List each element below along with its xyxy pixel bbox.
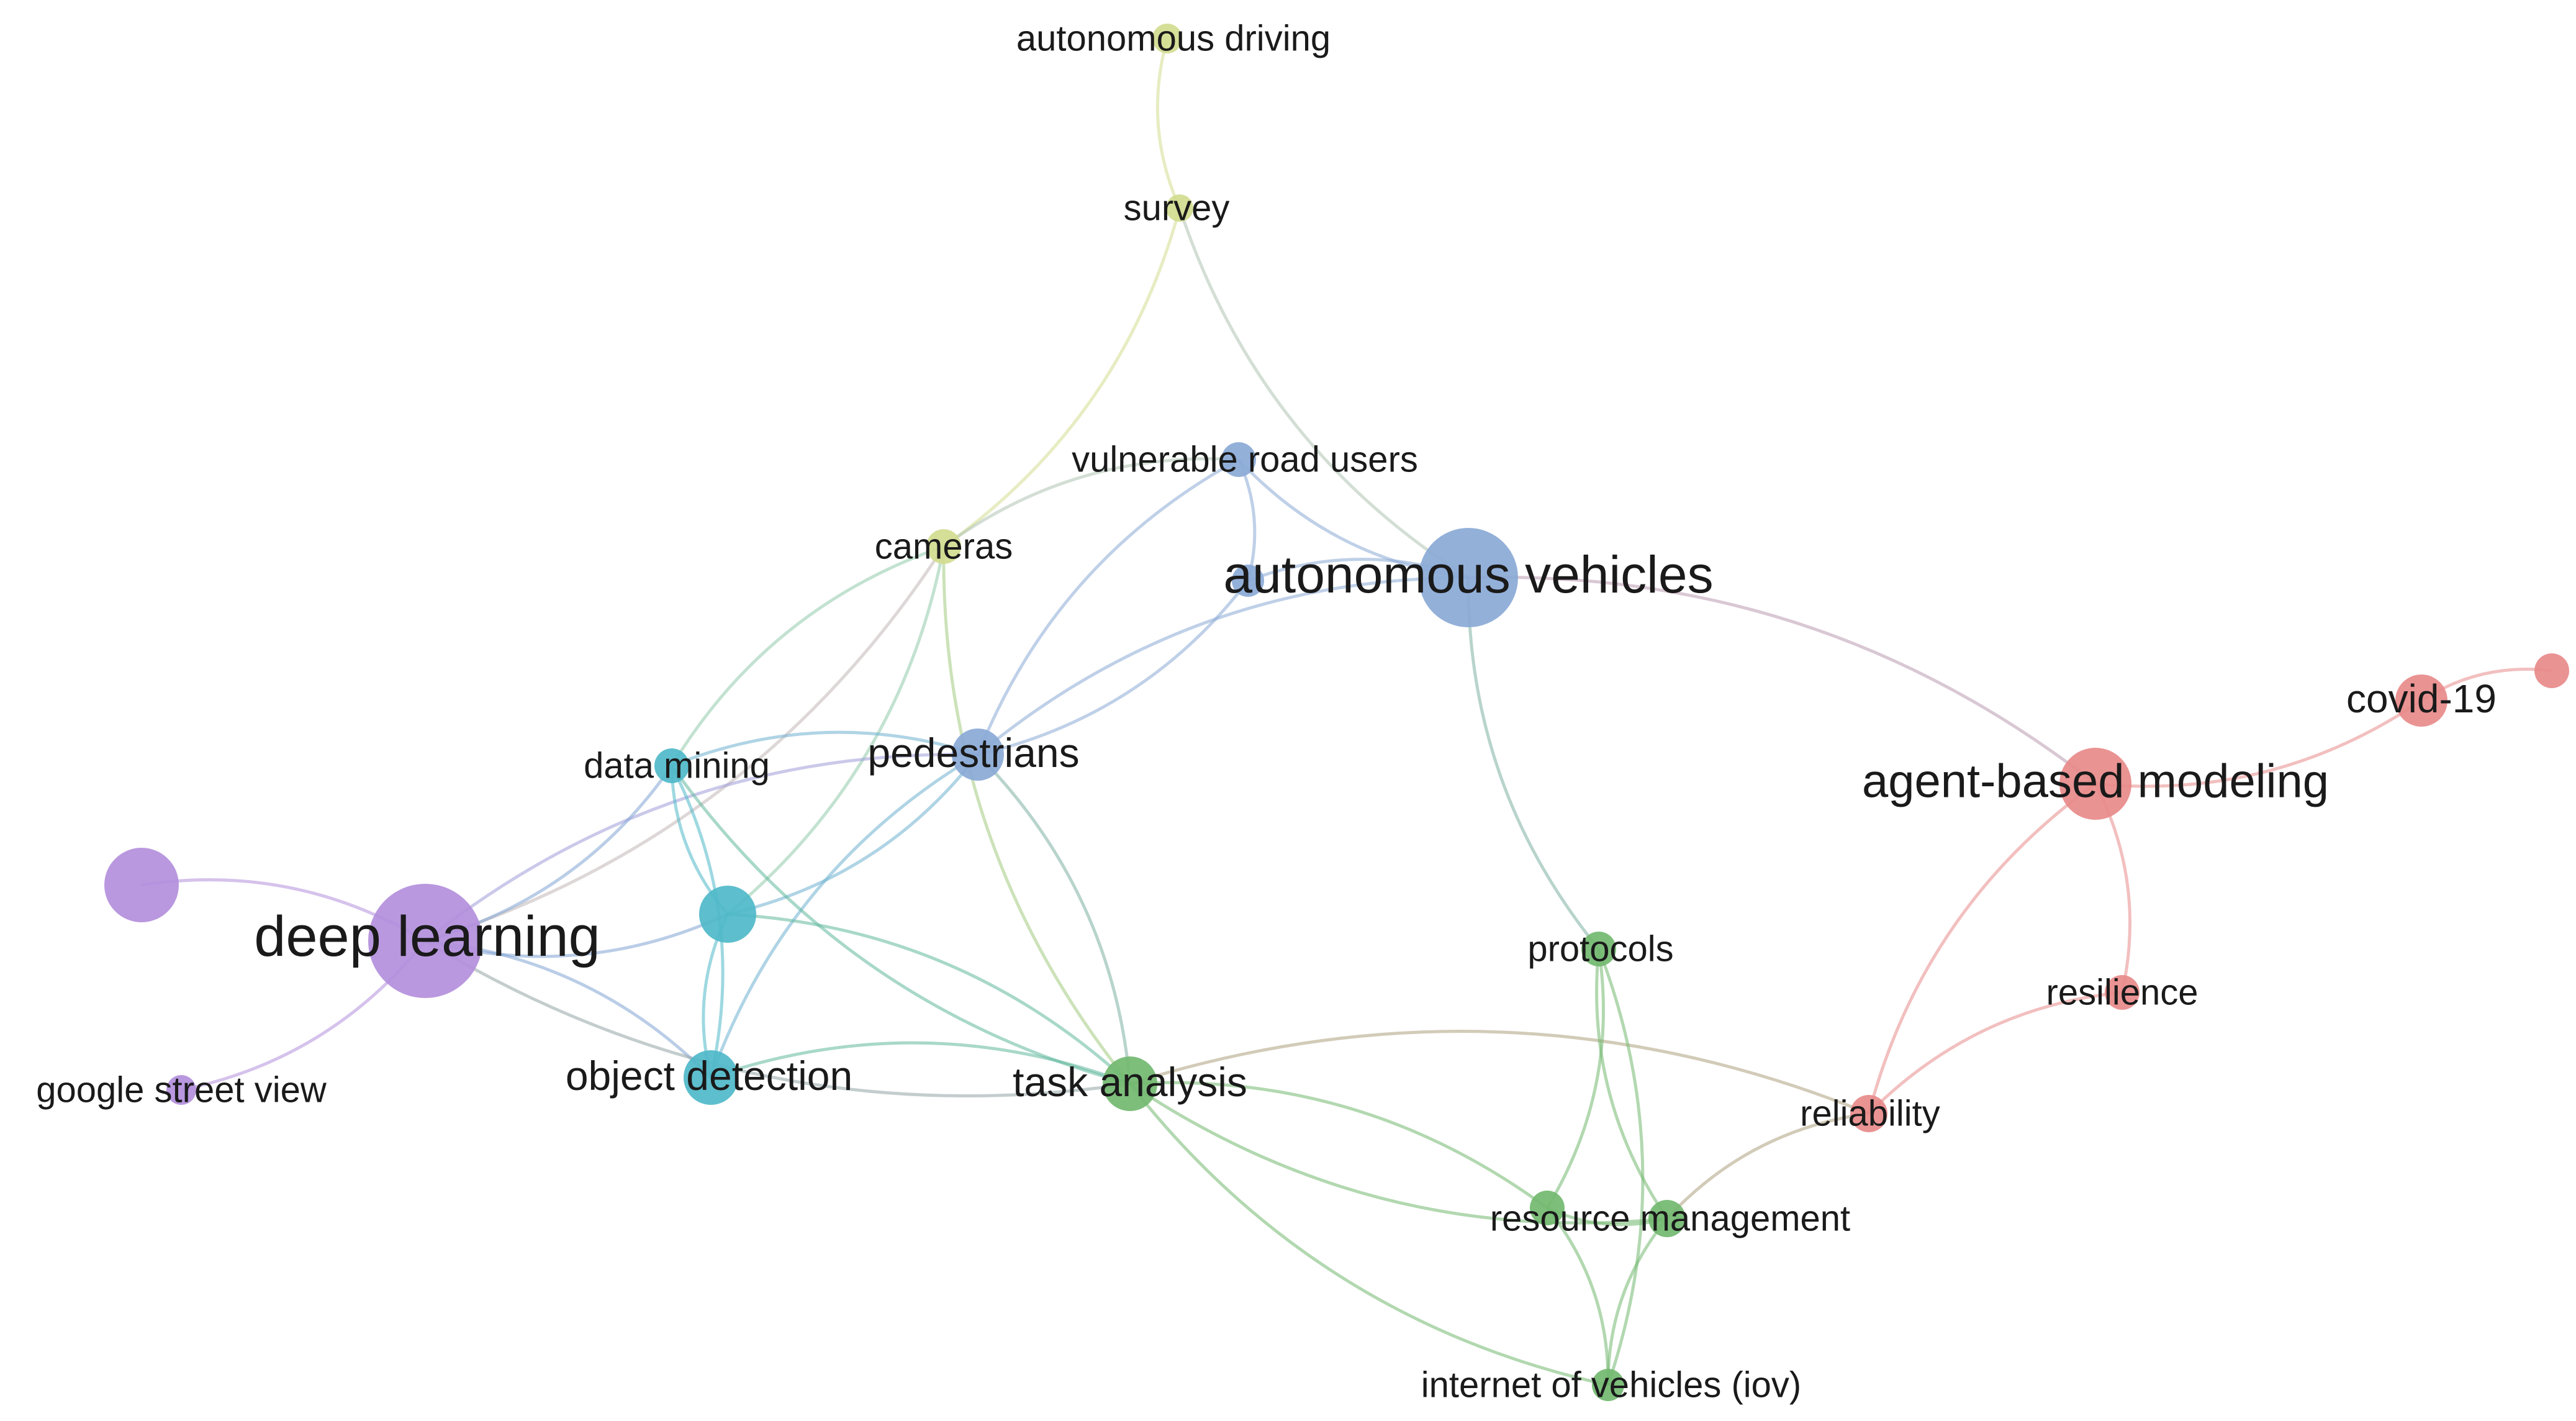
edge-object-detection-task-analysis (710, 1041, 1131, 1086)
edge-survey-cameras (942, 207, 1182, 548)
edge-rm-left-internet-of-vehicles (1546, 1207, 1610, 1386)
node-purple-unlabeled[interactable] (104, 848, 179, 922)
edge-task-analysis-rm-left (1129, 1081, 1548, 1210)
edge-deep-learning-task-analysis (424, 939, 1131, 1097)
node-data-mining[interactable] (654, 748, 689, 783)
edge-pedestrians-task-analysis (977, 753, 1132, 1084)
edge-vulnerable-road-users-pedestrians (976, 458, 1240, 755)
edge-pedestrians-cyan-hub (727, 753, 979, 916)
node-label-cameras: cameras (875, 527, 1013, 567)
edge-protocols-resource-management (1595, 948, 1669, 1220)
label-layer: autonomous driving survey cameras vulnerabl… (36, 19, 2497, 1405)
node-resilience[interactable] (2105, 975, 2140, 1010)
edge-survey-autonomous-vehicles (1178, 207, 1470, 579)
node-label-task-analysis: task analysis (1013, 1059, 1247, 1105)
node-label-resilience: resilience (2046, 973, 2199, 1013)
node-label-google-street-view: google street view (36, 1070, 327, 1110)
node-layer (104, 24, 2569, 1401)
node-av-small[interactable] (1232, 565, 1264, 597)
node-deep-learning[interactable] (368, 884, 482, 998)
node-label-autonomous-vehicles: autonomous vehicles (1223, 545, 1713, 604)
node-task-analysis[interactable] (1103, 1056, 1157, 1111)
edge-pedestrians-data-mining (671, 730, 978, 768)
node-internet-of-vehicles[interactable] (1592, 1369, 1624, 1401)
edge-layer (141, 38, 2552, 1387)
node-cyan-hub[interactable] (699, 886, 756, 943)
node-label-object-detection: object detection (566, 1053, 852, 1099)
edge-pedestrians-deep-learning (424, 753, 978, 942)
node-protocols[interactable] (1581, 932, 1616, 966)
node-label-internet-of-vehicles: internet of vehicles (iov) (1421, 1365, 1801, 1405)
edge-autonomous-vehicles-protocols (1467, 577, 1600, 950)
node-label-survey: survey (1124, 188, 1230, 229)
node-label-deep-learning: deep learning (254, 905, 600, 968)
edge-pedestrians-av-small (977, 579, 1249, 756)
node-label-autonomous-driving: autonomous driving (1016, 19, 1331, 59)
edge-agent-based-modeling-reliability (1867, 782, 2097, 1114)
node-reliability[interactable] (1850, 1095, 1887, 1132)
node-vulnerable-road-users[interactable] (1221, 442, 1256, 477)
edge-cameras-data-mining (670, 545, 944, 767)
node-object-detection[interactable] (684, 1050, 738, 1105)
node-survey[interactable] (1166, 194, 1193, 222)
node-rm-left[interactable] (1530, 1191, 1565, 1225)
node-autonomous-driving[interactable] (1152, 24, 1182, 53)
node-autonomous-vehicles[interactable] (1419, 528, 1518, 627)
edge-task-analysis-resource-management (1129, 1082, 1668, 1225)
edge-cameras-vulnerable-road-users (942, 457, 1239, 548)
node-label-agent-based-modeling: agent-based modeling (1862, 755, 2329, 808)
edge-autonomous-driving-survey (1155, 38, 1182, 209)
edge-cyan-hub-task-analysis (727, 912, 1131, 1085)
node-google-street-view[interactable] (166, 1075, 196, 1105)
node-label-data-mining: data mining (584, 746, 770, 786)
edge-agent-based-modeling-covid-19 (2095, 699, 2423, 788)
node-label-reliability: reliability (1800, 1094, 1940, 1134)
edge-resilience-reliability (1868, 991, 2123, 1115)
node-label-resource-management: resource management (1490, 1199, 1850, 1239)
node-covid-19[interactable] (2395, 674, 2447, 727)
edge-cameras-task-analysis (942, 546, 1131, 1085)
node-label-protocols: protocols (1527, 929, 1673, 969)
node-label-covid-19: covid-19 (2346, 676, 2497, 721)
node-cameras[interactable] (926, 529, 961, 564)
edge-resource-management-reliability (1666, 1112, 1869, 1220)
node-label-pedestrians: pedestrians (867, 730, 1079, 776)
node-pedestrians[interactable] (952, 729, 1004, 781)
node-red-unlabeled[interactable] (2534, 653, 2569, 688)
edge-task-analysis-internet-of-vehicles (1129, 1083, 1609, 1387)
edge-autonomous-vehicles-agent-based-modeling (1468, 575, 2097, 785)
edge-task-analysis-reliability (1129, 1030, 1869, 1115)
edge-pedestrians-object-detection (709, 753, 979, 1078)
edge-cameras-cyan-hub (726, 546, 946, 915)
node-agent-based-modeling[interactable] (2059, 748, 2131, 820)
edge-protocols-rm-left (1545, 948, 1606, 1209)
node-resource-management[interactable] (1648, 1200, 1686, 1237)
edge-pedestrians-autonomous-vehicles (977, 576, 1469, 756)
edge-cameras-deep-learning (425, 545, 946, 943)
edge-protocols-internet-of-vehicles (1597, 948, 1645, 1386)
node-label-vulnerable-road-users: vulnerable road users (1072, 440, 1418, 480)
edge-resource-management-internet-of-vehicles (1606, 1217, 1668, 1386)
